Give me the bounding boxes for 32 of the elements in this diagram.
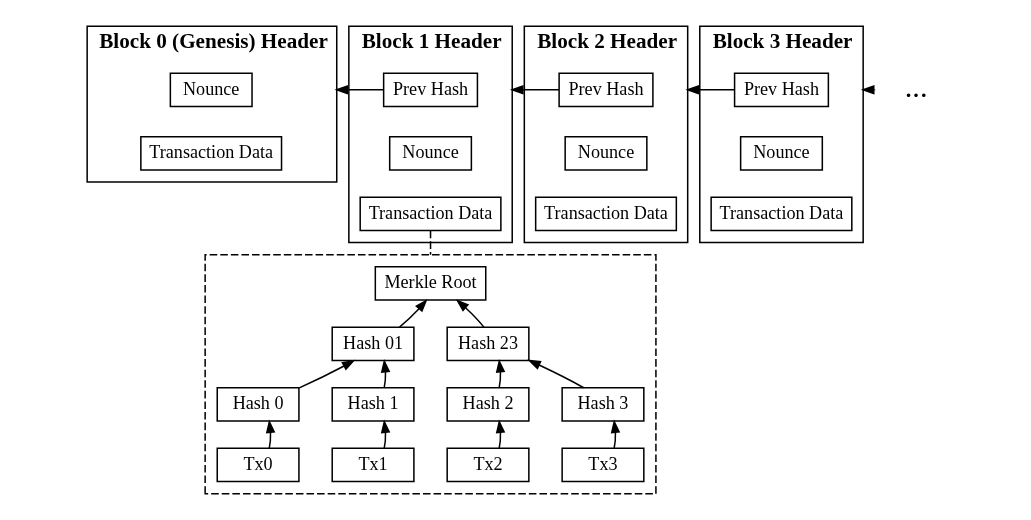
node-box: Hash 01 — [330, 326, 415, 362]
node-box: Tx1 — [330, 447, 415, 483]
node-box: Nounce — [563, 135, 648, 171]
arrow — [526, 359, 584, 389]
node-box: Hash 23 — [445, 326, 530, 362]
node-box: Transaction Data — [139, 135, 282, 171]
node-box: Nounce — [388, 135, 472, 171]
arrow — [509, 85, 560, 95]
node-box: Tx2 — [445, 447, 530, 483]
arrow — [455, 299, 485, 328]
cluster — [203, 253, 657, 495]
node-box: Prev Hash — [557, 72, 654, 108]
connector — [429, 230, 431, 256]
arrow — [298, 359, 355, 389]
node-box: Transaction Data — [709, 196, 853, 232]
node-box: Transaction Data — [358, 196, 502, 232]
node-box: Hash 1 — [330, 387, 415, 422]
node-box: Hash 3 — [560, 387, 645, 422]
arrow — [684, 85, 735, 95]
arrow — [398, 298, 428, 328]
node-text: ... — [904, 70, 927, 105]
node-box: Transaction Data — [534, 196, 677, 232]
node-box: Prev Hash — [382, 72, 478, 108]
node-box: Hash 0 — [216, 387, 300, 422]
node-box: Nounce — [169, 72, 253, 108]
node-box: Hash 2 — [445, 387, 530, 422]
node-box: Merkle Root — [374, 266, 486, 301]
node-box: Prev Hash — [733, 72, 829, 108]
node-box: Nounce — [739, 135, 823, 171]
arrow — [333, 85, 384, 95]
node-box: Tx0 — [216, 447, 300, 483]
node-box: Tx3 — [560, 447, 645, 483]
